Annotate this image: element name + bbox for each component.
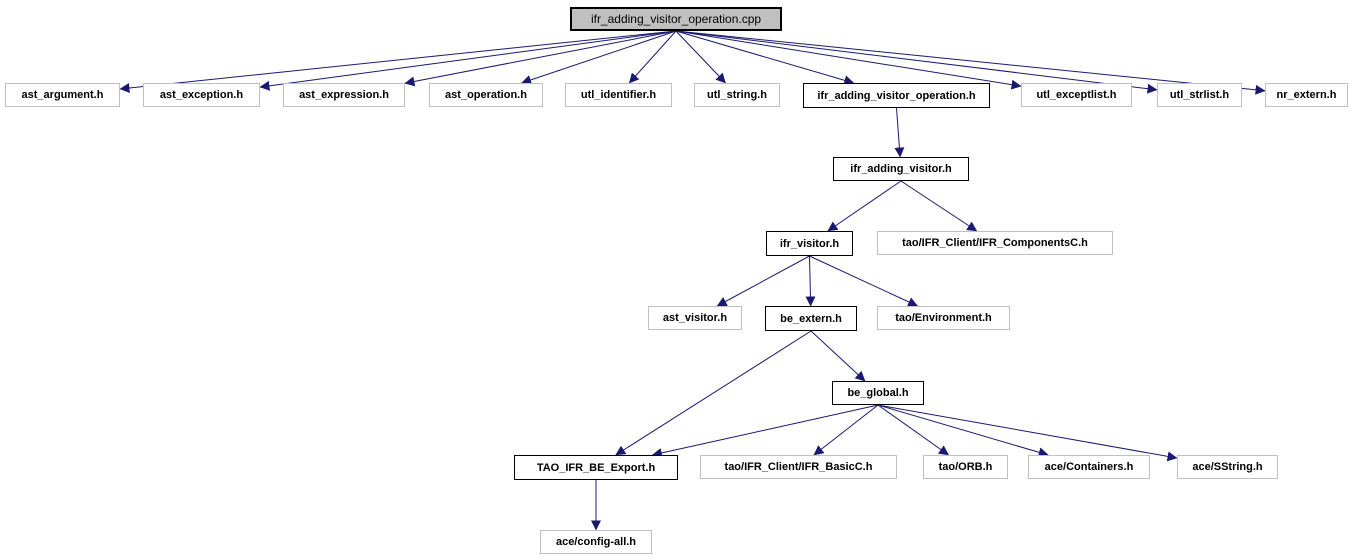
edge-ifr_visitor-to-tao_environment (809, 255, 919, 307)
edge-be_global-to-ace_containers (877, 404, 1049, 458)
graph-node-ast_expression[interactable]: ast_expression.h (283, 83, 405, 107)
edge-root-to-ast_argument (119, 30, 677, 93)
graph-node-ast_argument[interactable]: ast_argument.h (5, 83, 120, 107)
graph-node-utl_identifier[interactable]: utl_identifier.h (565, 83, 672, 107)
graph-node-tao_environment[interactable]: tao/Environment.h (877, 306, 1010, 330)
graph-node-nr_extern[interactable]: nr_extern.h (1265, 83, 1348, 107)
graph-node-ace_containers[interactable]: ace/Containers.h (1028, 455, 1150, 479)
edge-root-to-utl_strlist (675, 30, 1158, 94)
edge-root-to-ast_operation (521, 30, 677, 85)
graph-node-ace_sstring[interactable]: ace/SString.h (1177, 455, 1278, 479)
edge-ifr_adding_visitor-to-ifr_componentsc (900, 180, 978, 232)
graph-node-tao_orb[interactable]: tao/ORB.h (923, 455, 1008, 479)
graph-node-ast_visitor[interactable]: ast_visitor.h (648, 306, 742, 330)
edge-ifr_adding_visitor-to-ifr_visitor (827, 180, 902, 232)
edge-root-to-utl_identifier (628, 30, 677, 84)
graph-node-ifr_visitor[interactable]: ifr_visitor.h (766, 231, 853, 256)
edge-group (119, 30, 1266, 531)
graph-node-ifr_adding_visitor[interactable]: ifr_adding_visitor.h (833, 157, 969, 181)
edge-be_global-to-tao_ifr_be_export (651, 404, 879, 458)
edge-root-to-utl_exceptlist (675, 30, 1022, 90)
edge-ifr_avo_h-to-ifr_adding_visitor (894, 107, 905, 158)
graph-node-ast_exception[interactable]: ast_exception.h (143, 83, 260, 107)
edge-be_global-to-ifr_basicc (813, 404, 879, 456)
edge-root-to-utl_string (675, 30, 726, 84)
graph-node-tao_ifr_be_export[interactable]: TAO_IFR_BE_Export.h (514, 455, 678, 480)
edge-be_extern-to-be_global (810, 330, 866, 382)
edge-root-to-ifr_avo_h (675, 30, 855, 86)
edge-ifr_visitor-to-be_extern (805, 255, 816, 307)
graph-node-ifr_componentsc[interactable]: tao/IFR_Client/IFR_ComponentsC.h (877, 231, 1113, 255)
edge-ifr_visitor-to-ast_visitor (716, 255, 810, 307)
graph-node-utl_strlist[interactable]: utl_strlist.h (1157, 83, 1242, 107)
graph-node-utl_string[interactable]: utl_string.h (694, 83, 780, 107)
graph-node-be_global[interactable]: be_global.h (832, 381, 924, 405)
edge-root-to-ast_exception (259, 30, 677, 91)
edge-be_global-to-tao_orb (877, 404, 949, 456)
graph-node-ast_operation[interactable]: ast_operation.h (429, 83, 543, 107)
graph-node-root: ifr_adding_visitor_operation.cpp (570, 7, 782, 31)
graph-node-utl_exceptlist[interactable]: utl_exceptlist.h (1021, 83, 1132, 107)
edge-be_extern-to-tao_ifr_be_export (615, 330, 812, 456)
edge-root-to-ast_expression (404, 30, 677, 87)
graph-node-ifr_avo_h[interactable]: ifr_adding_visitor_operation.h (803, 83, 990, 108)
edge-be_global-to-ace_sstring (877, 404, 1178, 462)
graph-node-be_extern[interactable]: be_extern.h (765, 306, 857, 331)
graph-node-ifr_basicc[interactable]: tao/IFR_Client/IFR_BasicC.h (700, 455, 897, 479)
edge-root-to-nr_extern (675, 30, 1266, 95)
graph-node-ace_config_all[interactable]: ace/config-all.h (540, 530, 652, 554)
